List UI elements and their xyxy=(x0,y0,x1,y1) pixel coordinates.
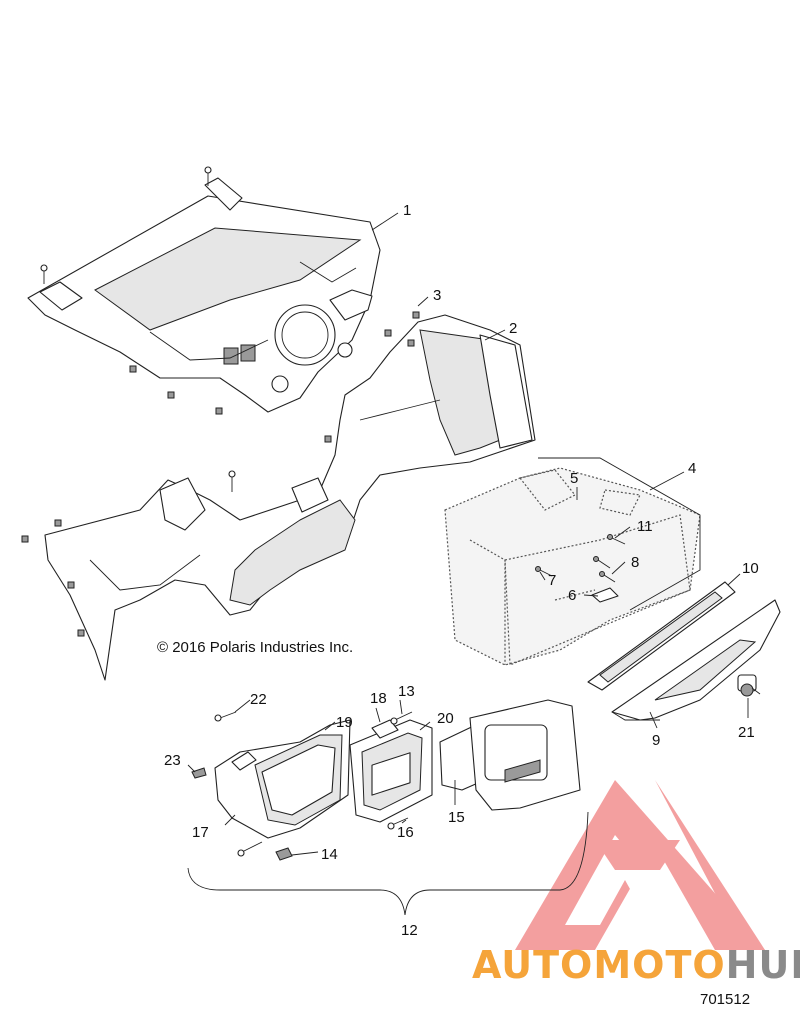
glovebox-hardware xyxy=(535,534,626,603)
lower-dash-frame xyxy=(21,311,536,681)
callout-21: 21 xyxy=(738,724,755,741)
callout-3: 3 xyxy=(433,287,441,304)
callout-18: 18 xyxy=(370,690,387,707)
glovebox-door-outer xyxy=(611,599,781,721)
callout-16: 16 xyxy=(397,824,414,841)
watermark-text-part1: AUTOMOTO xyxy=(472,943,726,987)
callout-14: 14 xyxy=(321,846,338,863)
drawing-number: 701512 xyxy=(700,991,750,1008)
callout-5: 5 xyxy=(570,470,578,487)
callout-17: 17 xyxy=(192,824,209,841)
group-brace xyxy=(187,811,589,916)
callout-2: 2 xyxy=(509,320,517,337)
glovebox-assembly xyxy=(444,467,701,666)
callout-20: 20 xyxy=(437,710,454,727)
display-hardware xyxy=(191,711,413,861)
callout-1: 1 xyxy=(403,202,411,219)
callout-9: 9 xyxy=(652,732,660,749)
watermark-logo xyxy=(515,780,765,950)
callout-11: 11 xyxy=(637,518,653,535)
callout-4: 4 xyxy=(688,460,696,477)
callout-labels: 1 2 3 4 5 6 7 8 9 10 11 12 13 14 15 16 1… xyxy=(164,202,759,939)
copyright-notice: © 2016 Polaris Industries Inc. xyxy=(157,639,353,656)
glovebox-latch xyxy=(737,674,761,697)
callout-7: 7 xyxy=(548,572,556,589)
watermark-text-part2: HUB xyxy=(726,943,800,987)
watermark-text: AUTOMOTOHUB xyxy=(472,943,800,987)
callout-22: 22 xyxy=(250,691,267,708)
upper-dash-panel xyxy=(27,166,381,415)
callout-19: 19 xyxy=(336,714,353,731)
callout-6: 6 xyxy=(568,587,576,604)
callout-8: 8 xyxy=(631,554,639,571)
display-cover xyxy=(469,699,581,811)
callout-12: 12 xyxy=(401,922,418,939)
display-bezel xyxy=(349,719,433,823)
group-bracket xyxy=(538,457,701,611)
callout-23: 23 xyxy=(164,752,181,769)
callout-15: 15 xyxy=(448,809,465,826)
callout-10: 10 xyxy=(742,560,759,577)
leader-lines xyxy=(187,212,749,856)
glovebox-door xyxy=(587,581,736,691)
callout-13: 13 xyxy=(398,683,415,700)
display-housing xyxy=(214,719,351,839)
